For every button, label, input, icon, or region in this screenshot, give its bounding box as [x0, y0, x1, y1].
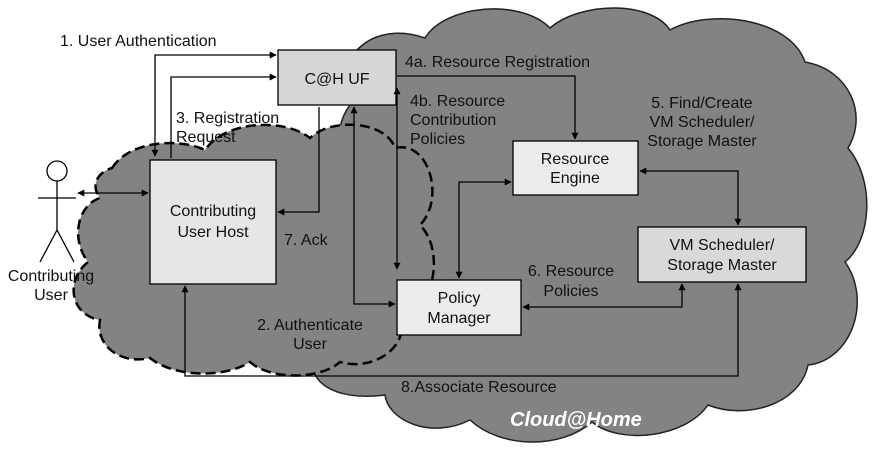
associate-resource-arrow — [181, 283, 742, 377]
resource-registration-label-line: 4a. Resource Registration — [405, 54, 590, 71]
policy-manager-label-line: Policy — [438, 290, 481, 307]
associate-resource-label-line: 8.Associate Resource — [401, 379, 557, 396]
cloud-title: Cloud@Home — [510, 409, 642, 431]
resource-engine-label-line: Engine — [550, 170, 600, 187]
contributing-user-host-label-line: User Host — [177, 224, 249, 241]
connectors — [77, 51, 742, 377]
engine-policy-link — [455, 178, 512, 279]
vm-scheduler-label-line: Storage Master — [667, 257, 777, 274]
authenticate-user-label-line: User — [293, 336, 327, 353]
user-authentication-arrow — [151, 51, 277, 157]
resource-engine-label-line: Resource — [541, 151, 610, 168]
c-at-h-uf-label-line: C@H UF — [304, 71, 369, 88]
find-create-label: 5. Find/Create VM Scheduler/Storage Maste… — [647, 95, 757, 150]
registration-request-arrow — [170, 73, 277, 158]
resource-policies-label-line: 6. Resource — [528, 263, 614, 280]
ack-arrow — [277, 107, 320, 216]
user-stick-figure-icon — [38, 160, 76, 263]
resource-contribution-label-line: Policies — [410, 131, 465, 148]
ack-label: 7. Ack — [284, 232, 329, 249]
find-create-arrow — [639, 167, 742, 226]
associate-resource-label: 8.Associate Resource — [401, 379, 557, 396]
resource-registration-arrow — [397, 75, 579, 140]
contributing-user-host-label-line: Contributing — [170, 203, 256, 220]
find-create-label-line: VM Scheduler/ — [650, 114, 755, 131]
ack-label-line: 7. Ack — [284, 232, 329, 249]
policy-manager-label-line: Manager — [427, 310, 491, 327]
authenticate-user-arrow — [350, 106, 396, 308]
registration-request-label-line: Request — [176, 129, 236, 146]
c-at-h-uf-label: C@H UF — [304, 71, 369, 88]
resource-policies-label-line: Policies — [543, 283, 598, 300]
c-at-h-uf-node: C@H UF — [277, 49, 397, 106]
vm-scheduler-label-line: VM Scheduler/ — [670, 237, 775, 254]
contributing-user-label-line: Contributing — [8, 268, 94, 285]
vm-scheduler-label: VM Scheduler/Storage Master — [667, 237, 777, 274]
find-create-label-line: 5. Find/Create — [651, 95, 752, 112]
user-authentication-label-line: 1. User Authentication — [60, 33, 217, 50]
user-authentication-label: 1. User Authentication — [60, 33, 217, 50]
find-create-label-line: Storage Master — [647, 133, 757, 150]
registration-request-label-line: 3. Registration — [176, 110, 279, 127]
resource-registration-label: 4a. Resource Registration — [405, 54, 590, 71]
contributing-user-label-line: User — [34, 287, 68, 304]
authenticate-user-label-line: 2. Authenticate — [257, 317, 363, 334]
vm-scheduler-node: VM Scheduler/Storage Master — [637, 226, 807, 283]
resource-contribution-label-line: Contribution — [410, 112, 496, 129]
resource-contribution-label-line: 4b. Resource — [410, 93, 505, 110]
